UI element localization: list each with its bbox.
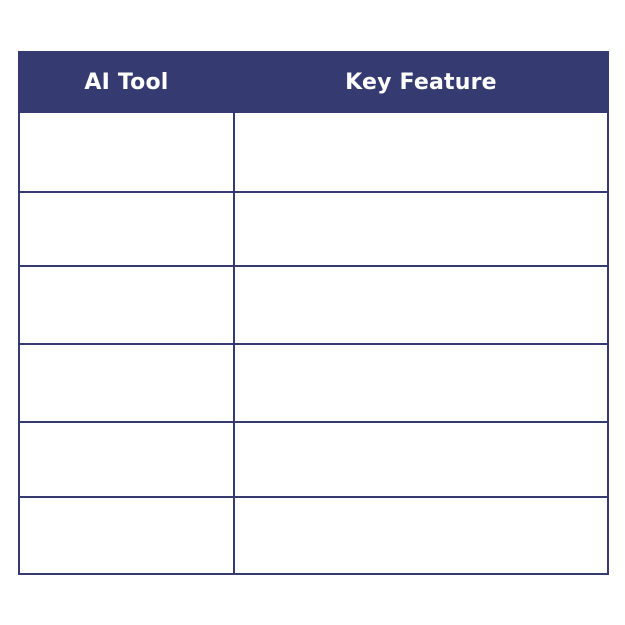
table-row — [18, 111, 609, 193]
table-row — [18, 191, 609, 267]
key-feature-cell — [233, 191, 609, 267]
table-row — [18, 496, 609, 575]
ai-tool-cell — [18, 496, 235, 575]
ai-tool-cell — [18, 191, 235, 267]
key-feature-cell — [233, 111, 609, 193]
feature-table-container: AI Tool Key Feature — [18, 51, 609, 575]
header-ai-tool: AI Tool — [18, 51, 235, 113]
ai-tool-cell — [18, 343, 235, 423]
key-feature-cell — [233, 343, 609, 423]
ai-tool-table: AI Tool Key Feature — [18, 51, 609, 575]
key-feature-cell — [233, 421, 609, 498]
table-header-row: AI Tool Key Feature — [18, 51, 609, 113]
key-feature-cell — [233, 496, 609, 575]
table-row — [18, 265, 609, 345]
key-feature-cell — [233, 265, 609, 345]
ai-tool-cell — [18, 421, 235, 498]
ai-tool-cell — [18, 265, 235, 345]
ai-tool-cell — [18, 111, 235, 193]
header-key-feature: Key Feature — [233, 51, 609, 113]
table-row — [18, 343, 609, 423]
table-row — [18, 421, 609, 498]
